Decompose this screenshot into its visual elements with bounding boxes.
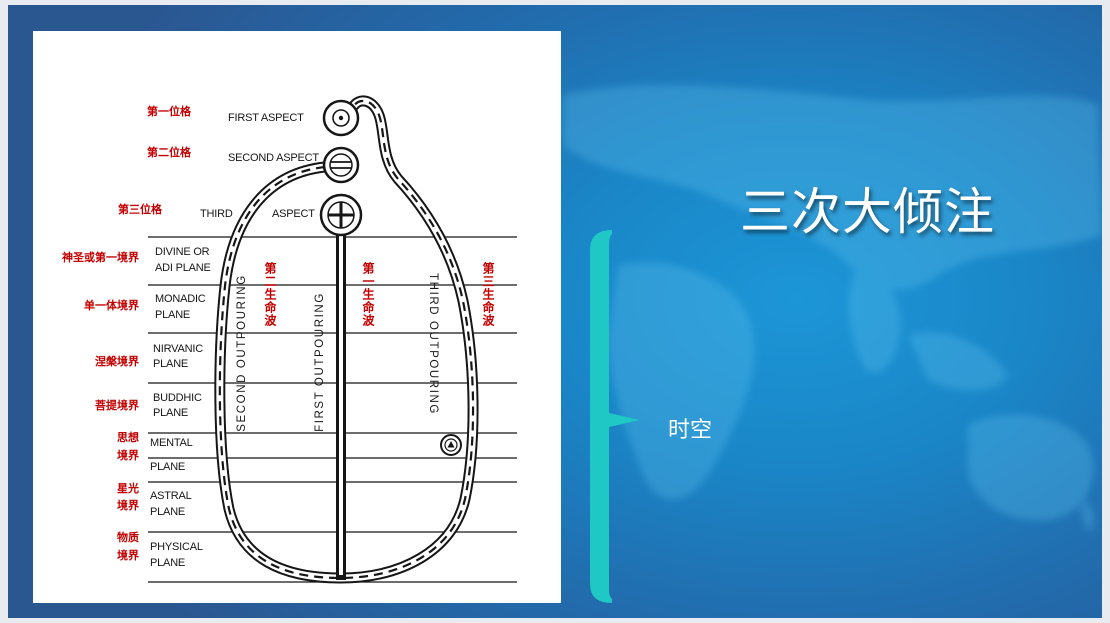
first-aspect-label: FIRST ASPECT xyxy=(228,112,304,124)
third-aspect-label-left: THIRD xyxy=(200,208,233,220)
continent-shape-new-zealand xyxy=(1081,500,1094,533)
outpourings-diagram xyxy=(148,95,517,584)
plane-nirvanic-label-line2: PLANE xyxy=(153,358,189,370)
second-aspect-label: SECOND ASPECT xyxy=(228,152,319,164)
continent-shape-africa xyxy=(608,262,755,500)
continent-shape-australia xyxy=(968,414,1094,521)
outpouring-loop xyxy=(214,95,479,584)
second-outpouring-zh-label: 第二生命波 xyxy=(263,262,277,327)
plane-physical-zh-label-line2: 境界 xyxy=(117,549,139,562)
plane-monadic-zh-label: 单一体境界 xyxy=(84,299,139,312)
first-aspect-symbol-icon xyxy=(322,99,360,137)
plane-mental-zh-label-line1: 思想 xyxy=(117,431,139,444)
plane-astral-zh-label-line1: 星光 xyxy=(117,482,139,495)
first-outpouring-zh-label: 第一生命波 xyxy=(361,262,375,327)
plane-buddhic-label-line2: PLANE xyxy=(153,407,189,419)
second-aspect-zh-label: 第二位格 xyxy=(147,146,191,159)
second-outpouring-label: SECOND OUTPOURING xyxy=(236,274,248,432)
third-aspect-label-right: ASPECT xyxy=(272,208,315,220)
bracket-shape xyxy=(590,230,640,603)
plane-mental-label-line2: PLANE xyxy=(150,461,186,473)
diagram-panel: 第一位格 FIRST ASPECT 第二位格 SECOND ASPECT 第三位… xyxy=(33,31,561,603)
plane-monadic-label-line2: PLANE xyxy=(155,309,191,321)
plane-physical-label-line1: PHYSICAL xyxy=(150,541,203,553)
bracket-label: 时空 xyxy=(668,417,713,442)
continent-shape-southeast-asia xyxy=(908,332,1008,391)
plane-monadic-label-line1: MONADIC xyxy=(155,293,206,305)
space-time-bracket xyxy=(590,230,640,603)
plane-mental-label-line1: MENTAL xyxy=(150,437,193,449)
plane-physical-zh-label-line1: 物质 xyxy=(117,531,139,544)
plane-divine-zh-label: 神圣或第一境界 xyxy=(62,251,139,264)
plane-divine-label-line1: DIVINE OR xyxy=(155,246,210,258)
plane-nirvanic-label-line1: NIRVANIC xyxy=(153,343,203,355)
first-aspect-zh-label: 第一位格 xyxy=(147,105,191,118)
third-aspect-symbol-icon xyxy=(319,193,363,237)
third-outpouring-symbol-icon xyxy=(440,434,462,456)
second-aspect-symbol-icon xyxy=(322,146,360,184)
third-outpouring-label: THIRD OUTPOURING xyxy=(427,273,439,415)
world-map-background xyxy=(563,85,1102,533)
third-outpouring-zh-label: 第三生命波 xyxy=(481,262,495,327)
first-outpouring-label: FIRST OUTPOURING xyxy=(314,292,326,432)
plane-divine-label-line2: ADI PLANE xyxy=(155,262,211,274)
loop-dashed-centerline xyxy=(218,99,475,580)
continent-shape-eurasia xyxy=(563,85,1102,290)
slide-title: 三次大倾注 xyxy=(740,184,995,240)
plane-buddhic-label-line1: BUDDHIC xyxy=(153,392,202,404)
plane-mental-zh-label-line2: 境界 xyxy=(117,449,139,462)
plane-astral-label-line1: ASTRAL xyxy=(150,490,192,502)
plane-astral-label-line2: PLANE xyxy=(150,506,186,518)
plane-buddhic-zh-label: 菩提境界 xyxy=(95,399,139,412)
plane-nirvanic-zh-label: 涅槃境界 xyxy=(95,355,139,368)
continent-shape-india xyxy=(848,265,901,374)
third-aspect-zh-label: 第三位格 xyxy=(118,203,162,216)
plane-astral-zh-label-line2: 境界 xyxy=(117,499,139,512)
plane-physical-label-line2: PLANE xyxy=(150,557,186,569)
